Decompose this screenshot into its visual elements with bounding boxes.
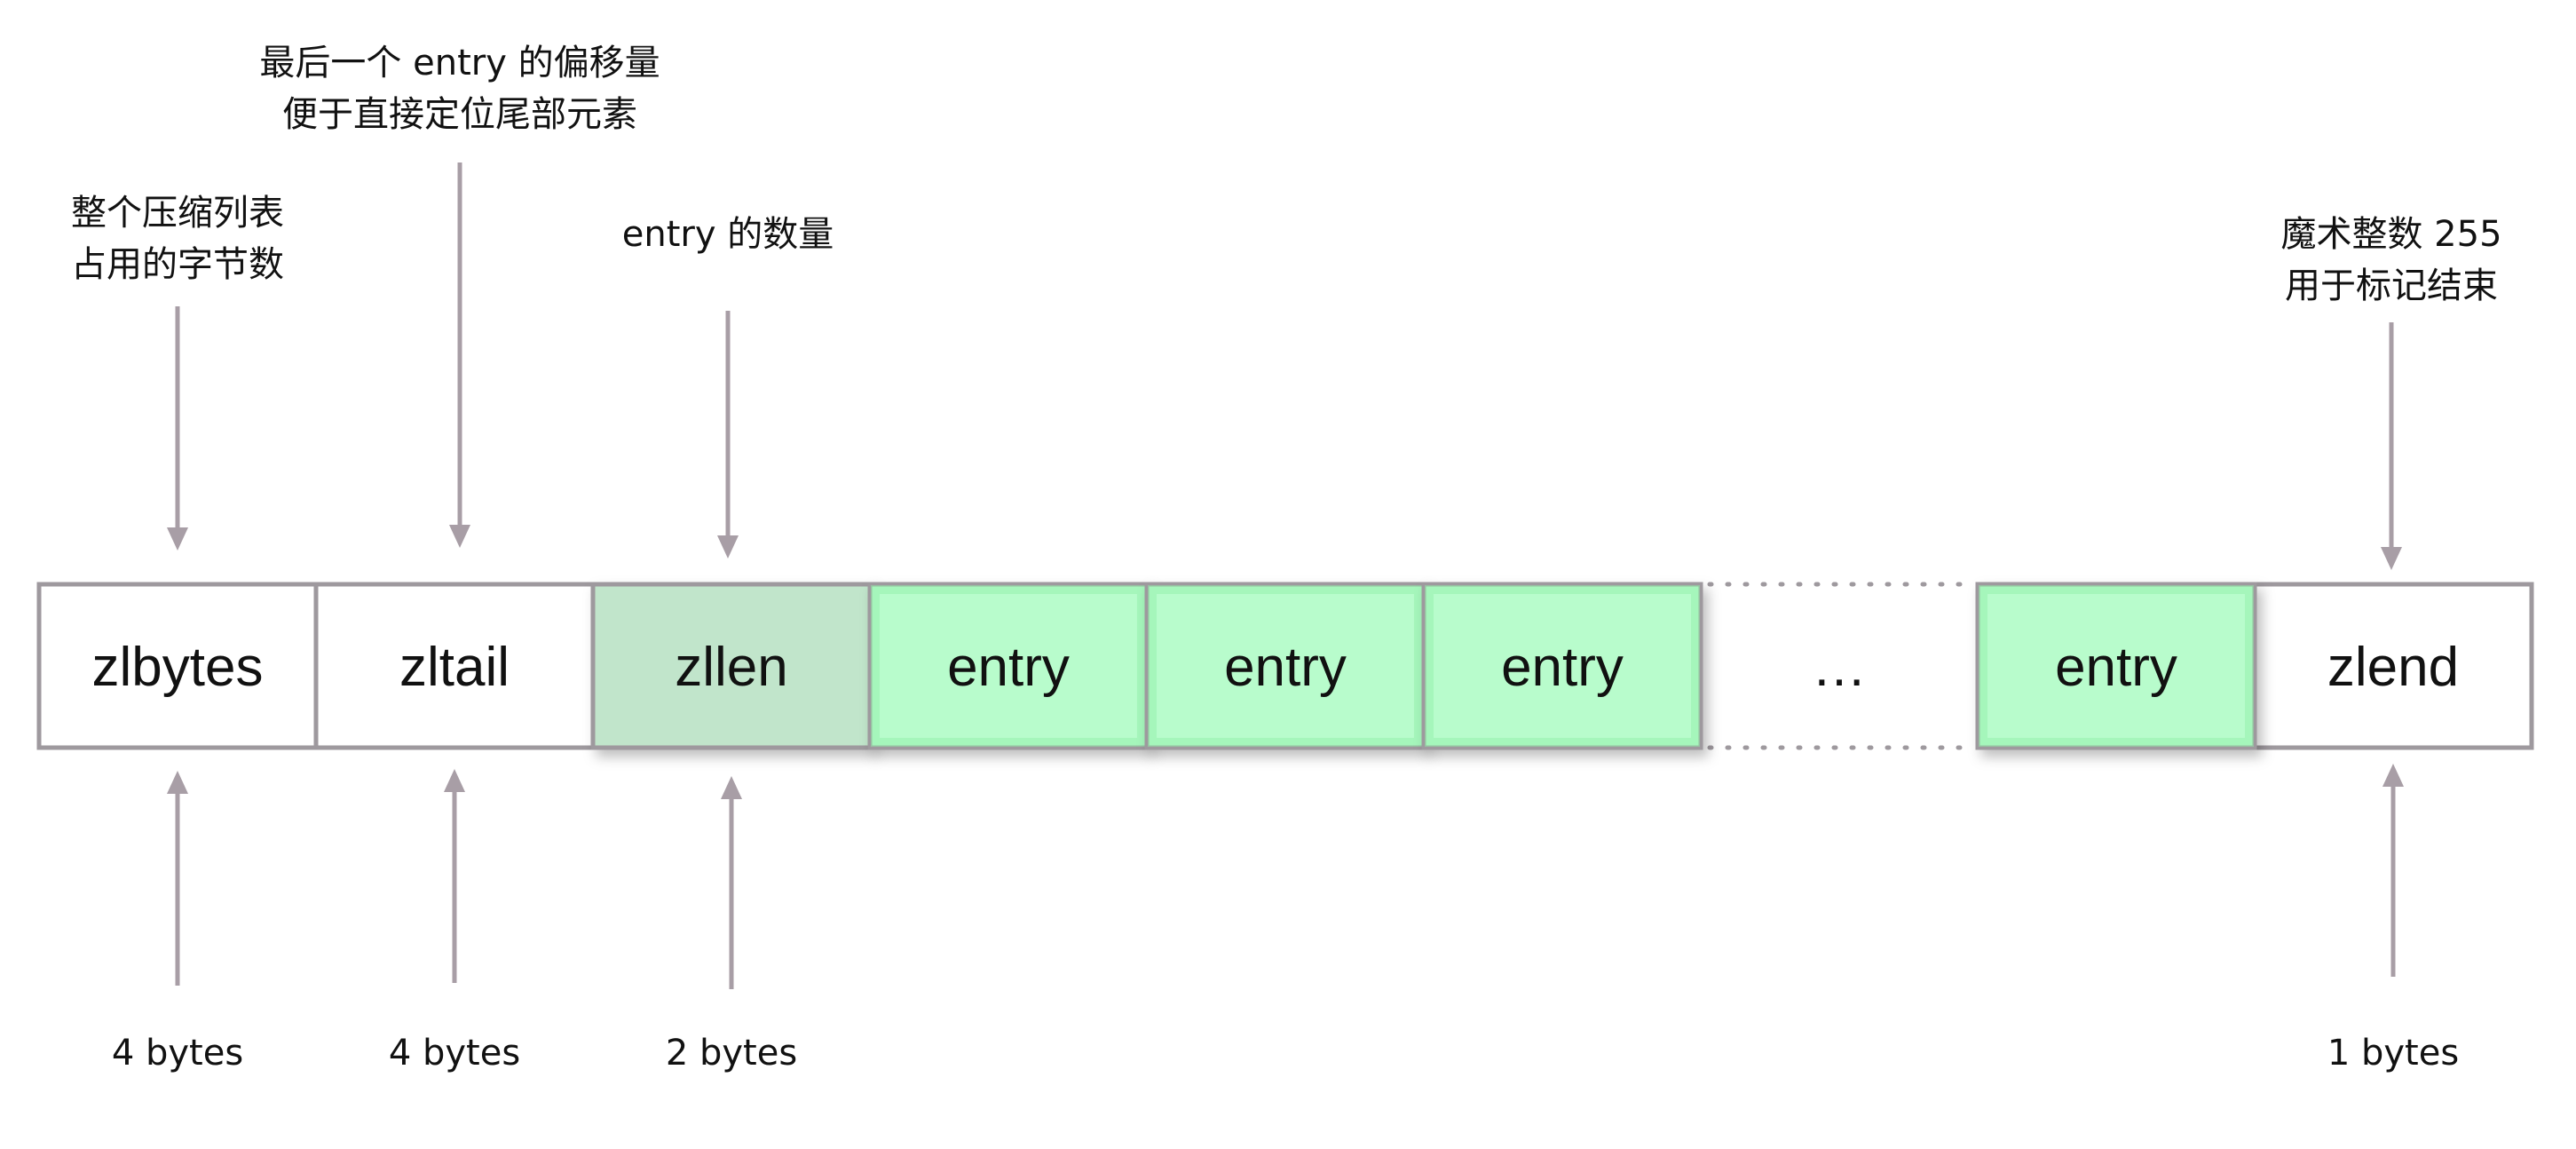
cell-box bbox=[1421, 582, 1703, 750]
note-zlend: 魔术整数 255 用于标记结束 bbox=[2280, 214, 2501, 306]
cell-box bbox=[313, 582, 596, 750]
entry-glow bbox=[1425, 585, 1700, 747]
cell-label: entry bbox=[2055, 637, 2177, 698]
note-line: 用于标记结束 bbox=[2285, 265, 2498, 306]
cell-label: entry bbox=[1224, 637, 1347, 698]
arrow-head bbox=[2381, 547, 2402, 570]
size-label-zlend: 1 bytes bbox=[2327, 1033, 2459, 1074]
arrow-head bbox=[721, 776, 742, 799]
cell-label: zlend bbox=[2327, 637, 2459, 698]
note-line: 占用的字节数 bbox=[71, 244, 284, 285]
note-zllen: entry 的数量 bbox=[622, 214, 834, 255]
cell-label: entry bbox=[1501, 637, 1624, 698]
arrow-head bbox=[717, 535, 739, 559]
cell-entry-7: entry bbox=[1975, 582, 2257, 750]
cell-box bbox=[36, 582, 319, 750]
size-label-zllen: 2 bytes bbox=[666, 1033, 797, 1074]
note-line: 整个压缩列表 bbox=[71, 193, 284, 234]
arrow-down-to-zllen bbox=[717, 311, 739, 559]
arrow-down-to-zltail bbox=[449, 162, 470, 548]
cell-label: zllen bbox=[675, 637, 788, 698]
cell-label: entry bbox=[947, 637, 1070, 698]
arrow-head bbox=[2382, 764, 2404, 787]
cell-zlend-8: zlend bbox=[2252, 582, 2534, 750]
arrow-up-to-zllen bbox=[721, 776, 742, 989]
arrow-up-to-zlbytes bbox=[167, 771, 188, 986]
cell-label: zltail bbox=[399, 637, 510, 698]
note-line: 魔术整数 255 bbox=[2280, 214, 2501, 255]
cell-label: … bbox=[1812, 637, 1867, 698]
annotation-arrows bbox=[167, 162, 2404, 989]
entry-glow bbox=[1979, 585, 2254, 747]
cell-entry-4: entry bbox=[1144, 582, 1426, 750]
cell-label: zlbytes bbox=[92, 637, 264, 698]
size-label-zltail: 4 bytes bbox=[389, 1033, 520, 1074]
ziplist-cells: zlbytes zltail … zlend zllen entry entry entry e… bbox=[36, 582, 2534, 750]
size-label-zlbytes: 4 bytes bbox=[112, 1033, 243, 1074]
bottom-size-labels: 4 bytes 4 bytes 2 bytes 1 bytes bbox=[112, 1033, 2459, 1074]
arrow-head bbox=[449, 525, 470, 548]
note-line: 便于直接定位尾部元素 bbox=[282, 94, 637, 135]
cell-box bbox=[1144, 582, 1426, 750]
arrow-down-to-zlend bbox=[2381, 322, 2402, 570]
arrow-up-to-zlend bbox=[2382, 764, 2404, 977]
entry-glow bbox=[871, 585, 1146, 747]
entry-glow bbox=[1148, 585, 1423, 747]
cell-entry-5: entry bbox=[1421, 582, 1703, 750]
arrow-head bbox=[167, 771, 188, 794]
arrow-head bbox=[167, 527, 188, 551]
cell-box bbox=[1975, 582, 2257, 750]
note-line: 最后一个 entry 的偏移量 bbox=[259, 43, 660, 83]
cell-zllen-2: zllen bbox=[590, 582, 873, 750]
cell-zlbytes-0: zlbytes bbox=[36, 582, 319, 750]
arrow-down-to-zlbytes bbox=[167, 306, 188, 551]
cell-box bbox=[590, 582, 873, 750]
note-line: entry 的数量 bbox=[622, 214, 834, 255]
cell-zltail-1: zltail bbox=[313, 582, 596, 750]
cell-ellipsis-6: … bbox=[1707, 582, 1972, 750]
arrow-head bbox=[444, 769, 465, 792]
arrow-up-to-zltail bbox=[444, 769, 465, 983]
cell-entry-3: entry bbox=[867, 582, 1150, 750]
